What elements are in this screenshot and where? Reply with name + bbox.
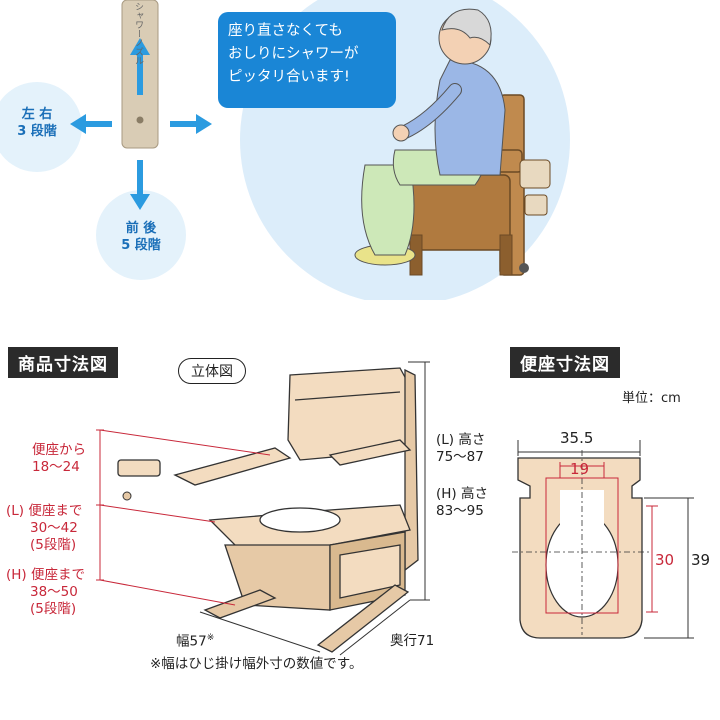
- high-height-label: (H) 高さ 83～95: [436, 486, 488, 520]
- inner-depth-label: 30: [655, 551, 675, 569]
- dimension-drawing: [96, 361, 694, 656]
- shower-illustration-panel: 左 右 3 段階 前 後 5 段階: [0, 0, 720, 300]
- product-dimension-header: 商品寸法図: [8, 347, 118, 378]
- unit-label: 単位：cm: [622, 391, 681, 406]
- low-height-label: (L) 高さ 75～87: [436, 432, 485, 466]
- perspective-view-label: 立体図: [178, 358, 246, 384]
- seat-from-line1: 便座から: [32, 442, 86, 458]
- chair-red-dimensions: [96, 429, 271, 606]
- seat-dimension-header: 便座寸法図: [510, 347, 620, 378]
- low-seat-line2: 30～42: [30, 520, 78, 536]
- high-seat-line2: 38～50: [30, 584, 78, 600]
- bubble-line2: おしりにシャワーが: [228, 46, 359, 62]
- elderly-person: [354, 8, 506, 266]
- high-height-line1: (H) 高さ: [436, 486, 488, 502]
- width-label: 幅57※: [176, 630, 214, 651]
- outer-width-label: 35.5: [560, 429, 594, 447]
- high-seat-line1: (H) 便座まで: [6, 567, 85, 583]
- nozzle-label: シャワーノズル: [133, 2, 143, 65]
- outer-depth-label: 39: [691, 551, 711, 569]
- seat-from-line2: 18～24: [32, 459, 80, 475]
- chair-black-dimensions: [199, 361, 430, 656]
- left-right-line1: 左 右: [21, 107, 53, 122]
- bubble-line3: ピッタリ合います!: [228, 69, 350, 85]
- width-note: ※幅はひじ掛け幅外寸の数値です。: [150, 656, 363, 672]
- front-back-circle: 前 後 5 段階: [96, 190, 186, 280]
- front-back-line2: 5 段階: [121, 238, 161, 253]
- low-seat-line1: (L) 便座まで: [6, 503, 83, 519]
- chair-perspective: [117, 367, 419, 653]
- bubble-line1: 座り直さなくても: [228, 23, 343, 39]
- low-height-line1: (L) 高さ: [436, 432, 486, 448]
- left-right-circle: 左 右 3 段階: [0, 82, 82, 172]
- low-height-line2: 75～87: [436, 449, 484, 465]
- speech-bubble: 座り直さなくても おしりにシャワーが ピッタリ合います!: [218, 12, 396, 108]
- left-right-line2: 3 段階: [17, 124, 57, 139]
- front-back-line1: 前 後: [125, 221, 157, 236]
- width-note-mark: ※: [206, 633, 215, 643]
- high-seat-height-label: (H) 便座まで 38～50 (5段階): [6, 567, 85, 618]
- low-seat-height-label: (L) 便座まで 30～42 (5段階): [6, 503, 82, 554]
- high-height-line2: 83～95: [436, 503, 484, 519]
- low-seat-line3: (5段階): [30, 537, 77, 553]
- inner-width-label: 19: [570, 460, 590, 478]
- seat-from-label: 便座から 18～24: [32, 442, 86, 476]
- seat-plan: [512, 440, 694, 639]
- dimension-panel: 商品寸法図 立体図 便座寸法図 単位：cm: [0, 300, 720, 720]
- depth-label: 奥行71: [390, 633, 435, 649]
- high-seat-line3: (5段階): [30, 601, 77, 617]
- width-value: 幅57: [176, 633, 207, 650]
